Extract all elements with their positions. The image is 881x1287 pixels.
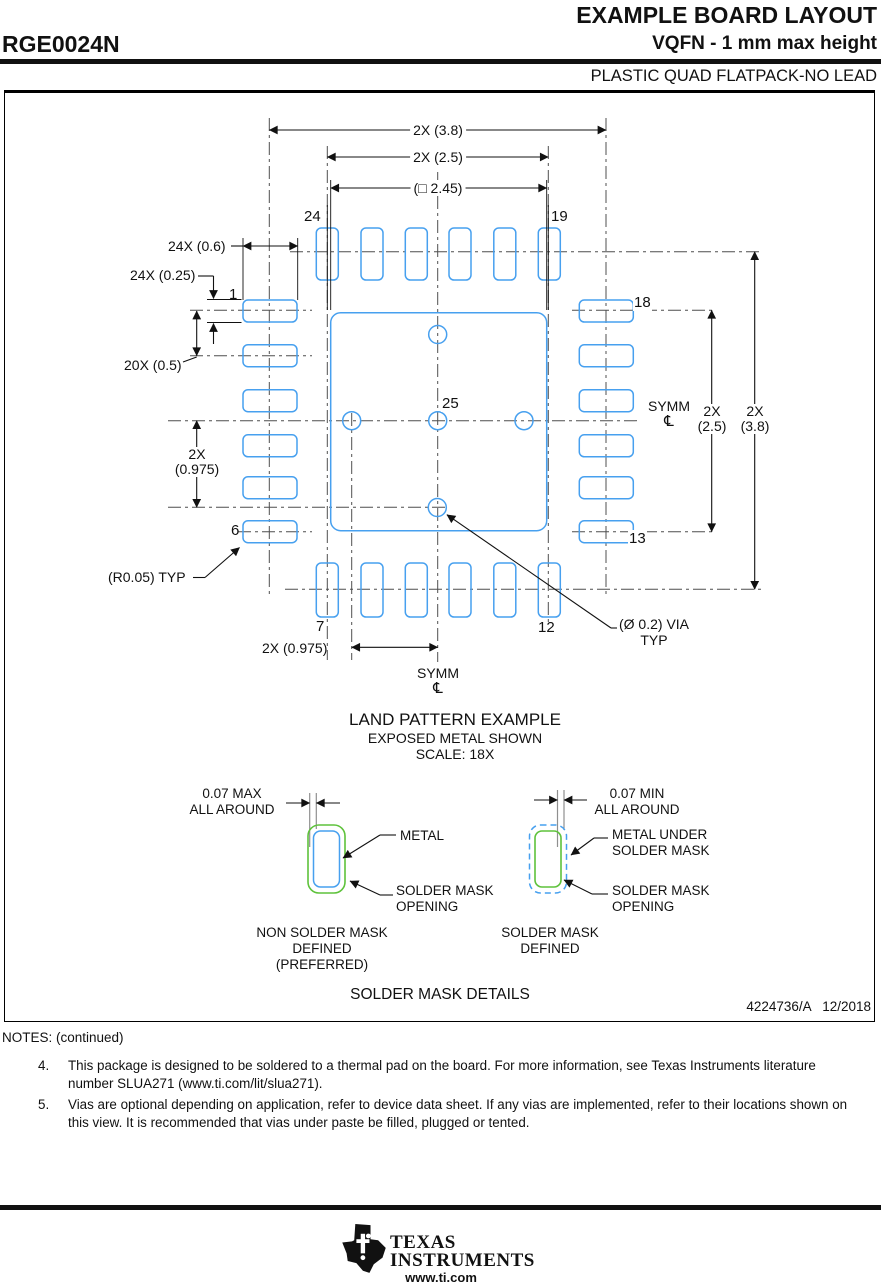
dim-2x-0p975-bottom: 2X (0.975)	[262, 640, 328, 656]
dim-2x-0p975-left-line2: (0.975)	[174, 461, 220, 477]
dimension-lines	[182, 125, 760, 652]
header-rule	[0, 59, 881, 64]
thermal-pad	[329, 311, 548, 532]
note-number: 4.	[38, 1058, 50, 1073]
caption-title: LAND PATTERN EXAMPLE	[349, 710, 561, 729]
thermal-vias	[341, 324, 534, 518]
nsmd-opening-label: SOLDER MASK OPENING	[396, 883, 494, 915]
smd-caption: SOLDER MASK DEFINED	[501, 925, 599, 957]
nsmd-caption-line3: (PREFERRED)	[275, 957, 369, 972]
metal-under-label: METAL UNDER SOLDER MASK	[612, 827, 710, 859]
note-item: 5. Vias are optional depending on applic…	[0, 1096, 881, 1131]
via-typ-line2: TYP	[640, 632, 668, 648]
nsmd-detail	[286, 793, 396, 896]
pin-1-label: 1	[229, 286, 238, 303]
dim-2p45-top: (□ 2.45)	[410, 180, 466, 196]
package-height-subtitle: VQFN - 1 mm max height	[652, 33, 877, 54]
bottom-pads	[315, 562, 562, 618]
drawing-frame	[4, 90, 875, 1022]
dim-24x-0p6: 24X (0.6)	[168, 238, 226, 254]
metal-under-line1: METAL UNDER	[612, 827, 708, 842]
left-pads	[242, 299, 298, 544]
dim-2x-2p5-top: 2X (2.5)	[410, 149, 466, 165]
smd-opening-line1: SOLDER MASK	[612, 883, 710, 898]
dim-2x-3p8-top: 2X (3.8)	[410, 122, 466, 138]
nsmd-caption-line2: DEFINED	[292, 941, 352, 956]
nsmd-caption: NON SOLDER MASK DEFINED (PREFERRED)	[256, 925, 387, 973]
pin-13-label: 13	[628, 530, 647, 547]
nsmd-opening-line1: SOLDER MASK	[396, 883, 494, 898]
smd-caption-line2: DEFINED	[520, 941, 580, 956]
smd-dim-line1: 0.07 MIN	[609, 786, 665, 801]
ti-brand-line1: Texas	[390, 1232, 456, 1253]
extension-lines	[207, 180, 549, 323]
nsmd-dim-line1: 0.07 MAX	[202, 786, 262, 801]
dim-20x-0p5: 20X (0.5)	[124, 357, 182, 373]
dim-2x-2p5-right-line2: (2.5)	[697, 418, 727, 434]
pin-25-label: 25	[441, 395, 460, 412]
note-text: Vias are optional depending on applicati…	[68, 1097, 848, 1130]
package-type: PLASTIC QUAD FLATPACK-NO LEAD	[590, 67, 877, 85]
nsmd-opening-line2: OPENING	[396, 899, 459, 914]
dim-24x-0p25: 24X (0.25)	[130, 267, 196, 283]
metal-under-line2: SOLDER MASK	[612, 843, 710, 858]
dim-2x-0p975-left-line1: 2X	[188, 446, 206, 462]
symm-bottom-text: SYMM	[417, 665, 459, 681]
centerline-symbol-bottom: ℄	[433, 680, 443, 697]
smd-opening-line2: OPENING	[612, 899, 675, 914]
symm-right: SYMM ℄	[645, 398, 693, 430]
dim-2x-0p975-left: 2X (0.975)	[171, 446, 223, 477]
dim-2x-3p8-right-line1: 2X	[746, 403, 764, 419]
note-item: 4. This package is designed to be solder…	[0, 1057, 881, 1092]
dim-r0p05-typ: (R0.05) TYP	[108, 569, 186, 585]
page-title: EXAMPLE BOARD LAYOUT	[576, 2, 877, 28]
caption-sub1: EXPOSED METAL SHOWN	[367, 730, 543, 746]
caption-scale: SCALE: 18X	[415, 746, 495, 762]
note-text: This package is designed to be soldered …	[68, 1058, 816, 1091]
pin-18-label: 18	[633, 294, 652, 311]
dim-2x-3p8-right-line2: (3.8)	[740, 418, 770, 434]
pin-24-label: 24	[304, 208, 321, 225]
smd-caption-line1: SOLDER MASK	[501, 925, 599, 940]
dim-2x-2p5-right: 2X (2.5)	[694, 403, 730, 434]
dim-2x-2p5-right-line1: 2X	[703, 403, 721, 419]
nsmd-caption-line1: NON SOLDER MASK	[256, 925, 388, 940]
notes-list: 4. This package is designed to be solder…	[0, 1057, 881, 1135]
symm-right-text: SYMM	[648, 398, 690, 414]
ti-texas-icon	[342, 1224, 386, 1273]
pin-19-label: 19	[551, 208, 568, 225]
note-number: 5.	[38, 1097, 50, 1112]
ti-url: www.ti.com	[405, 1270, 477, 1285]
document-number: 4224736/A 12/2018	[746, 999, 871, 1014]
smd-dim-label: 0.07 MIN ALL AROUND	[594, 786, 679, 818]
notes-heading: NOTES: (continued)	[2, 1030, 124, 1045]
smd-opening-label: SOLDER MASK OPENING	[612, 883, 710, 915]
footer-rule	[0, 1205, 881, 1210]
solder-mask-details-title: SOLDER MASK DETAILS	[350, 986, 530, 1003]
pin-7-label: 7	[316, 618, 325, 635]
pin-12-label: 12	[538, 619, 555, 636]
via-typ-note: (Ø 0.2) VIA TYP	[615, 616, 693, 648]
dim-2x-3p8-right: 2X (3.8)	[737, 403, 773, 434]
nsmd-dim-line2: ALL AROUND	[189, 802, 275, 817]
smd-dim-line2: ALL AROUND	[594, 802, 680, 817]
ti-brand-line2: Instruments	[390, 1250, 535, 1271]
metal-label: METAL	[400, 828, 445, 843]
top-pads	[315, 227, 562, 281]
smd-detail	[528, 790, 608, 895]
part-number: RGE0024N	[2, 31, 120, 57]
land-pattern-drawing	[168, 118, 762, 896]
symm-bottom: SYMM ℄	[417, 665, 459, 697]
via-typ-line1: (Ø 0.2) VIA	[618, 616, 690, 632]
centerline-symbol-right: ℄	[664, 413, 674, 430]
nsmd-dim-label: 0.07 MAX ALL AROUND	[189, 786, 274, 818]
pin-6-label: 6	[231, 522, 240, 539]
